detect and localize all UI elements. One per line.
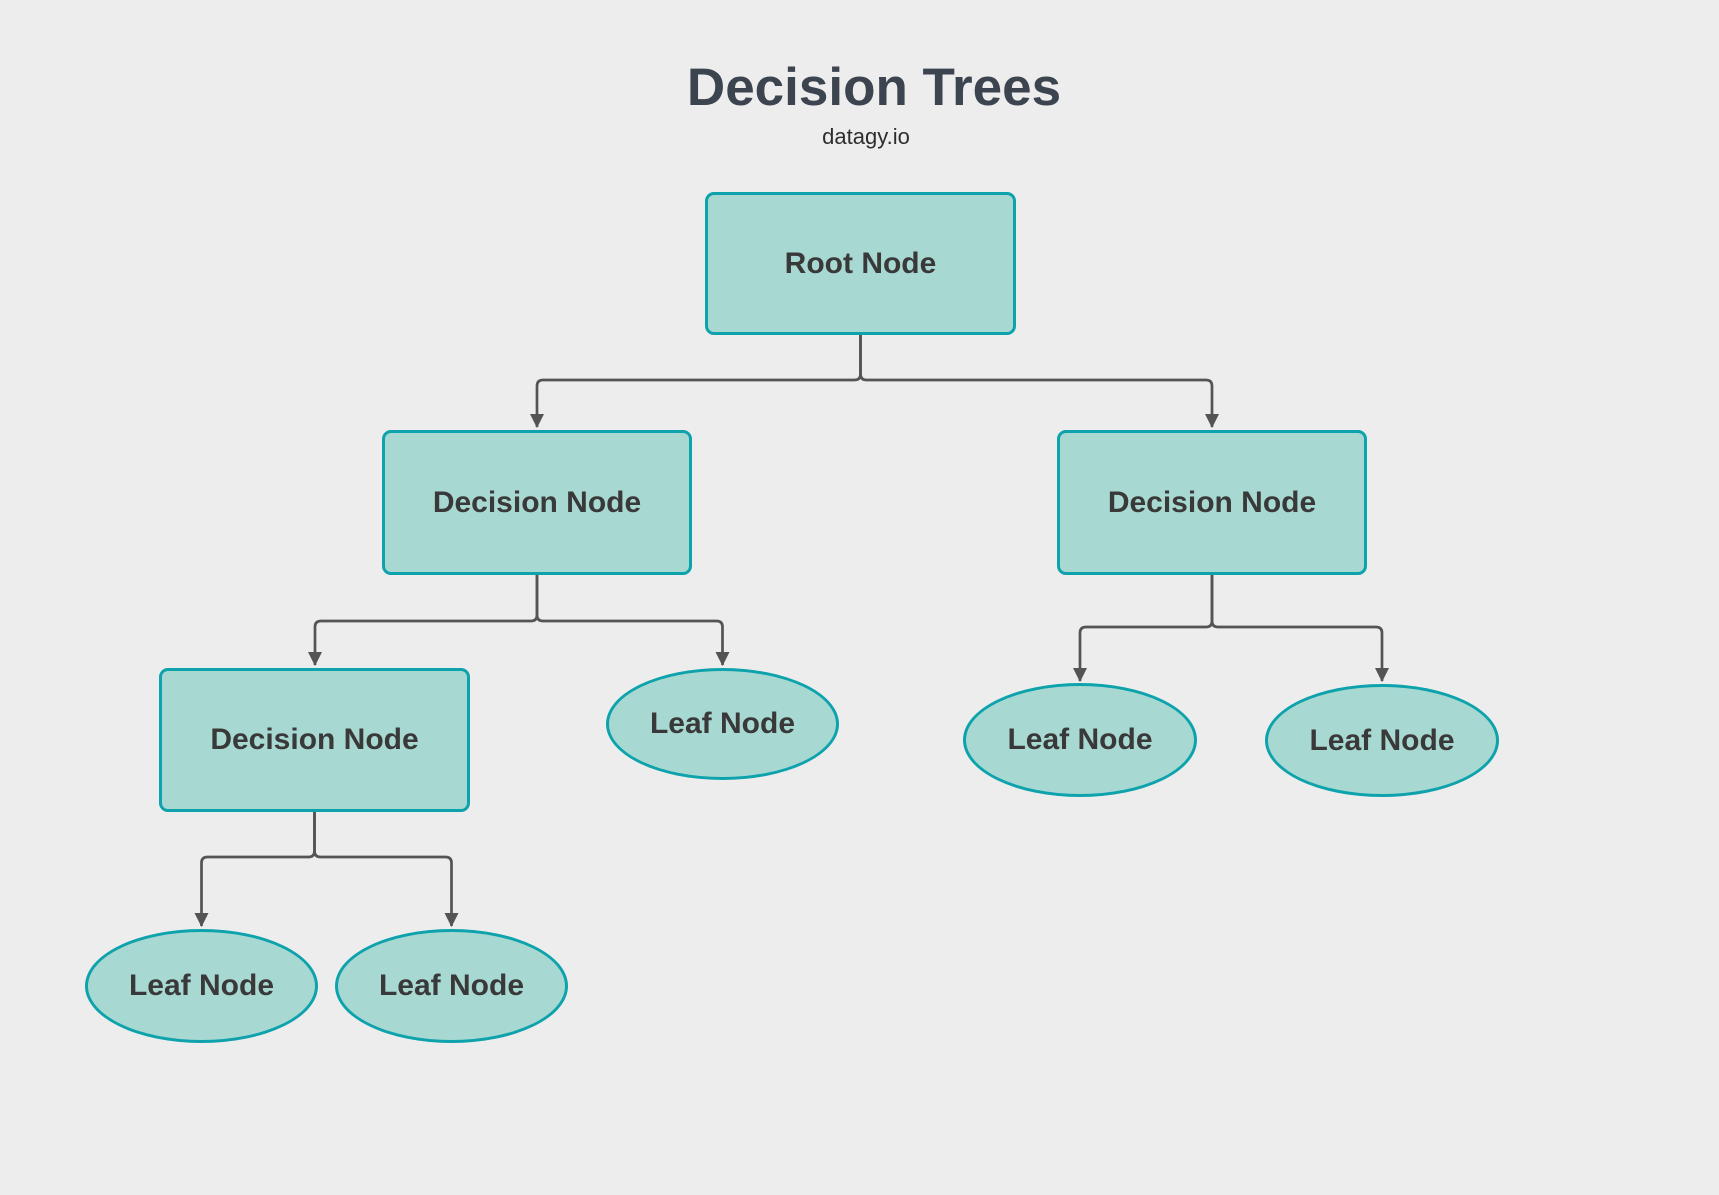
edge-root-to-decision-left	[530, 335, 862, 428]
node-leaf-mid: Leaf Node	[606, 668, 839, 780]
node-leaf-bottom-2: Leaf Node	[335, 929, 568, 1043]
node-leaf-mid-label: Leaf Node	[649, 707, 796, 740]
edge-decision-right-to-leaf-right-1	[1073, 575, 1214, 682]
edge-decision-child-to-leaf-bottom-2	[313, 812, 459, 927]
node-decision-child: Decision Node	[159, 668, 470, 812]
node-leaf-right-1: Leaf Node	[963, 683, 1197, 797]
node-leaf-bottom-2-label: Leaf Node	[378, 969, 525, 1002]
node-decision-right: Decision Node	[1057, 430, 1367, 575]
node-leaf-right-1-label: Leaf Node	[1007, 723, 1153, 756]
node-leaf-bottom-1: Leaf Node	[85, 929, 318, 1043]
node-leaf-right-2: Leaf Node	[1265, 684, 1499, 797]
edge-decision-left-to-decision-child	[308, 575, 539, 666]
diagram-title: Decision Trees	[686, 58, 1062, 117]
edge-decision-right-to-leaf-right-2	[1210, 575, 1389, 682]
node-decision-left: Decision Node	[382, 430, 692, 575]
diagram-subtitle: datagy.io	[822, 124, 910, 149]
node-decision-child-label: Decision Node	[210, 723, 419, 756]
node-leaf-bottom-1-label: Leaf Node	[128, 969, 275, 1002]
node-decision-left-label: Decision Node	[432, 485, 642, 519]
edge-decision-left-to-leaf-mid	[535, 575, 730, 666]
node-leaf-right-2-label: Leaf Node	[1309, 723, 1455, 757]
edge-decision-child-to-leaf-bottom-1	[194, 812, 316, 927]
edge-root-to-decision-right	[859, 335, 1219, 428]
node-decision-right-label: Decision Node	[1107, 485, 1317, 519]
node-root: Root Node	[705, 192, 1016, 335]
node-root-label: Root Node	[784, 246, 937, 280]
